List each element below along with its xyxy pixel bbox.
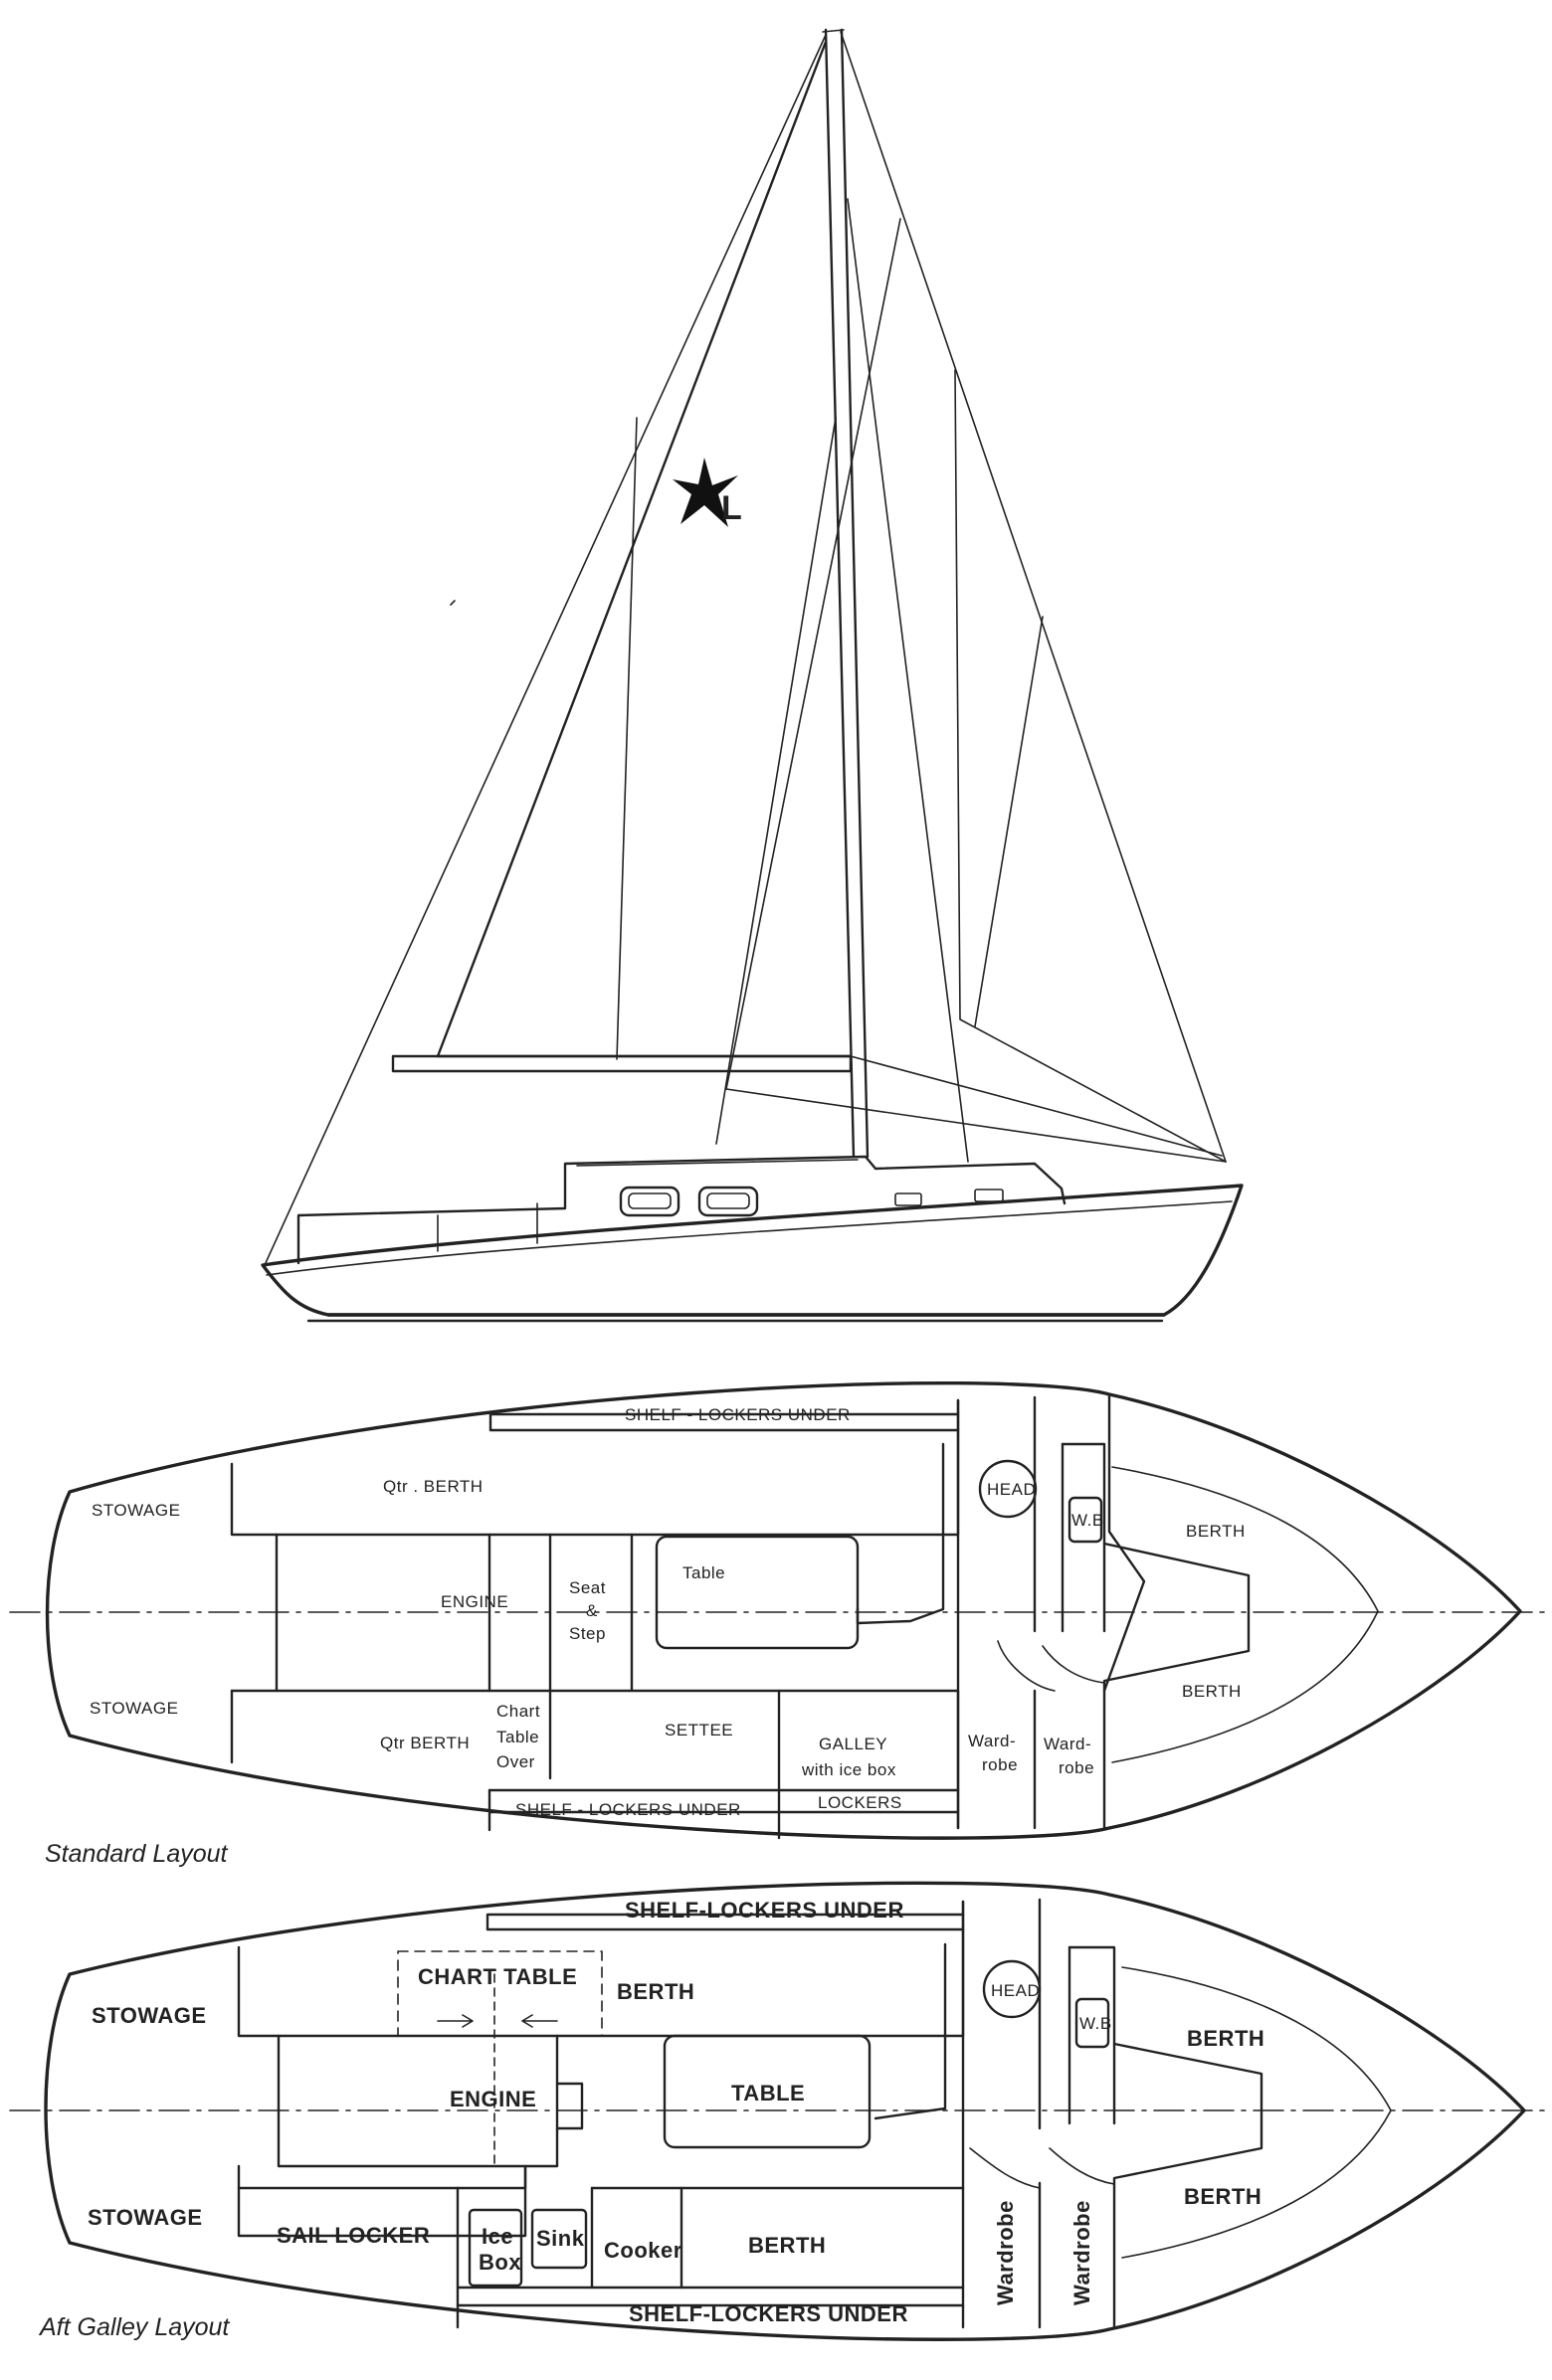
backstay-line — [264, 34, 827, 1266]
head-label: HEAD — [987, 1480, 1036, 1499]
cooker-label: Cooker — [604, 2238, 682, 2263]
sink — [530, 2208, 588, 2270]
standard-layout-caption: Standard Layout — [45, 1840, 229, 1868]
stowage-top-label: STOWAGE — [92, 2003, 207, 2028]
shelf-lockers-top-label: SHELF-LOCKERS UNDER — [625, 1898, 904, 1922]
chart-table-label-3: Over — [496, 1752, 535, 1771]
lockers-label: LOCKERS — [818, 1793, 902, 1812]
wardrobe-left-label: Wardrobe — [993, 2200, 1018, 2305]
hull-outline — [44, 1881, 1526, 2341]
berth-upper-label: BERTH — [1186, 1522, 1246, 1541]
chart-table-label-2: Table — [496, 1728, 539, 1746]
qtr-berth-top-label: Qtr . BERTH — [383, 1477, 484, 1496]
ice-box — [468, 2208, 523, 2288]
shroud-line — [715, 417, 837, 1145]
hull-profile — [261, 1184, 1244, 1323]
mainsail — [436, 40, 853, 1058]
berth-lower-label: BERTH — [1184, 2184, 1261, 2209]
berth-lower-label: BERTH — [1182, 1682, 1242, 1701]
berth-top-label: BERTH — [617, 1979, 694, 2004]
wardrobe-right-label: Wardrobe — [1069, 2200, 1094, 2305]
ice-box-label-2: Box — [479, 2250, 521, 2275]
forestay-line — [840, 31, 1227, 1163]
shelf-lockers-bottom-label: SHELF - LOCKERS UNDER — [515, 1800, 741, 1819]
logo-letter: L — [721, 489, 742, 527]
head-toilet — [982, 1959, 1042, 2019]
standard-layout: SHELF - LOCKERS UNDER Qtr . BERTH STOWAG… — [9, 1380, 1545, 1840]
wash-basin — [1067, 1496, 1103, 1544]
settee-label: SETTEE — [665, 1721, 733, 1739]
wardrobe-left-label-2: robe — [982, 1755, 1018, 1774]
seat-step-label-1: Seat — [569, 1578, 606, 1597]
qtr-berth-bottom-label: Qtr BERTH — [380, 1734, 470, 1752]
shelf-lockers-top-label: SHELF - LOCKERS UNDER — [625, 1405, 851, 1424]
wardrobe-left-label-1: Ward- — [968, 1732, 1016, 1750]
coachroof — [296, 1155, 1067, 1265]
genoa-inner-sail — [954, 369, 1227, 1163]
sail-logo: L — [673, 458, 742, 527]
head-toilet — [978, 1459, 1038, 1519]
ice-box-label-1: Ice — [482, 2224, 513, 2249]
hull-outline — [45, 1380, 1522, 1840]
wardrobe-right-label-2: robe — [1059, 1758, 1094, 1777]
galley-label-2: with ice box — [801, 1760, 896, 1779]
chart-table-label-1: Chart — [496, 1702, 540, 1721]
star-icon — [673, 458, 738, 527]
berth-upper-label: BERTH — [1187, 2026, 1264, 2051]
aft-galley-layout: SHELF-LOCKERS UNDER CHART TABLE BERTH ST… — [9, 1881, 1545, 2341]
shroud-line — [847, 198, 969, 1163]
head-label: HEAD — [991, 1981, 1040, 2000]
genoa-sail — [725, 218, 1227, 1163]
sail-plan: L — [261, 28, 1244, 1323]
table-label: Table — [682, 1563, 725, 1582]
cabin-windows — [619, 1186, 1004, 1217]
engine-label: ENGINE — [450, 2087, 536, 2111]
galley-label-1: GALLEY — [819, 1735, 887, 1753]
table-outline — [655, 1535, 860, 1650]
table-label: TABLE — [731, 2081, 805, 2105]
stowage-top-label: STOWAGE — [92, 1501, 180, 1520]
stowage-bottom-label: STOWAGE — [90, 1699, 178, 1718]
seat-step-label-3: Step — [569, 1624, 606, 1643]
chart-table-label: CHART TABLE — [418, 1964, 577, 1989]
wb-label: W.B — [1071, 1511, 1104, 1530]
boom — [391, 1054, 853, 1073]
wash-basin — [1074, 1997, 1110, 2049]
berth-galley-label: BERTH — [748, 2233, 826, 2258]
table-outline — [663, 2034, 872, 2149]
sail-locker-label: SAIL LOCKER — [277, 2223, 430, 2248]
sink-label: Sink — [536, 2226, 585, 2251]
shelf-lockers-bottom-label: SHELF-LOCKERS UNDER — [629, 2301, 908, 2326]
stowage-bottom-label: STOWAGE — [88, 2205, 203, 2230]
mast — [822, 28, 870, 1159]
engine-label: ENGINE — [441, 1592, 508, 1611]
aft-galley-layout-caption: Aft Galley Layout — [38, 2313, 230, 2341]
wb-label: W.B — [1079, 2014, 1112, 2033]
seat-step-label-2: & — [586, 1601, 598, 1620]
wardrobe-right-label-1: Ward- — [1044, 1735, 1091, 1753]
